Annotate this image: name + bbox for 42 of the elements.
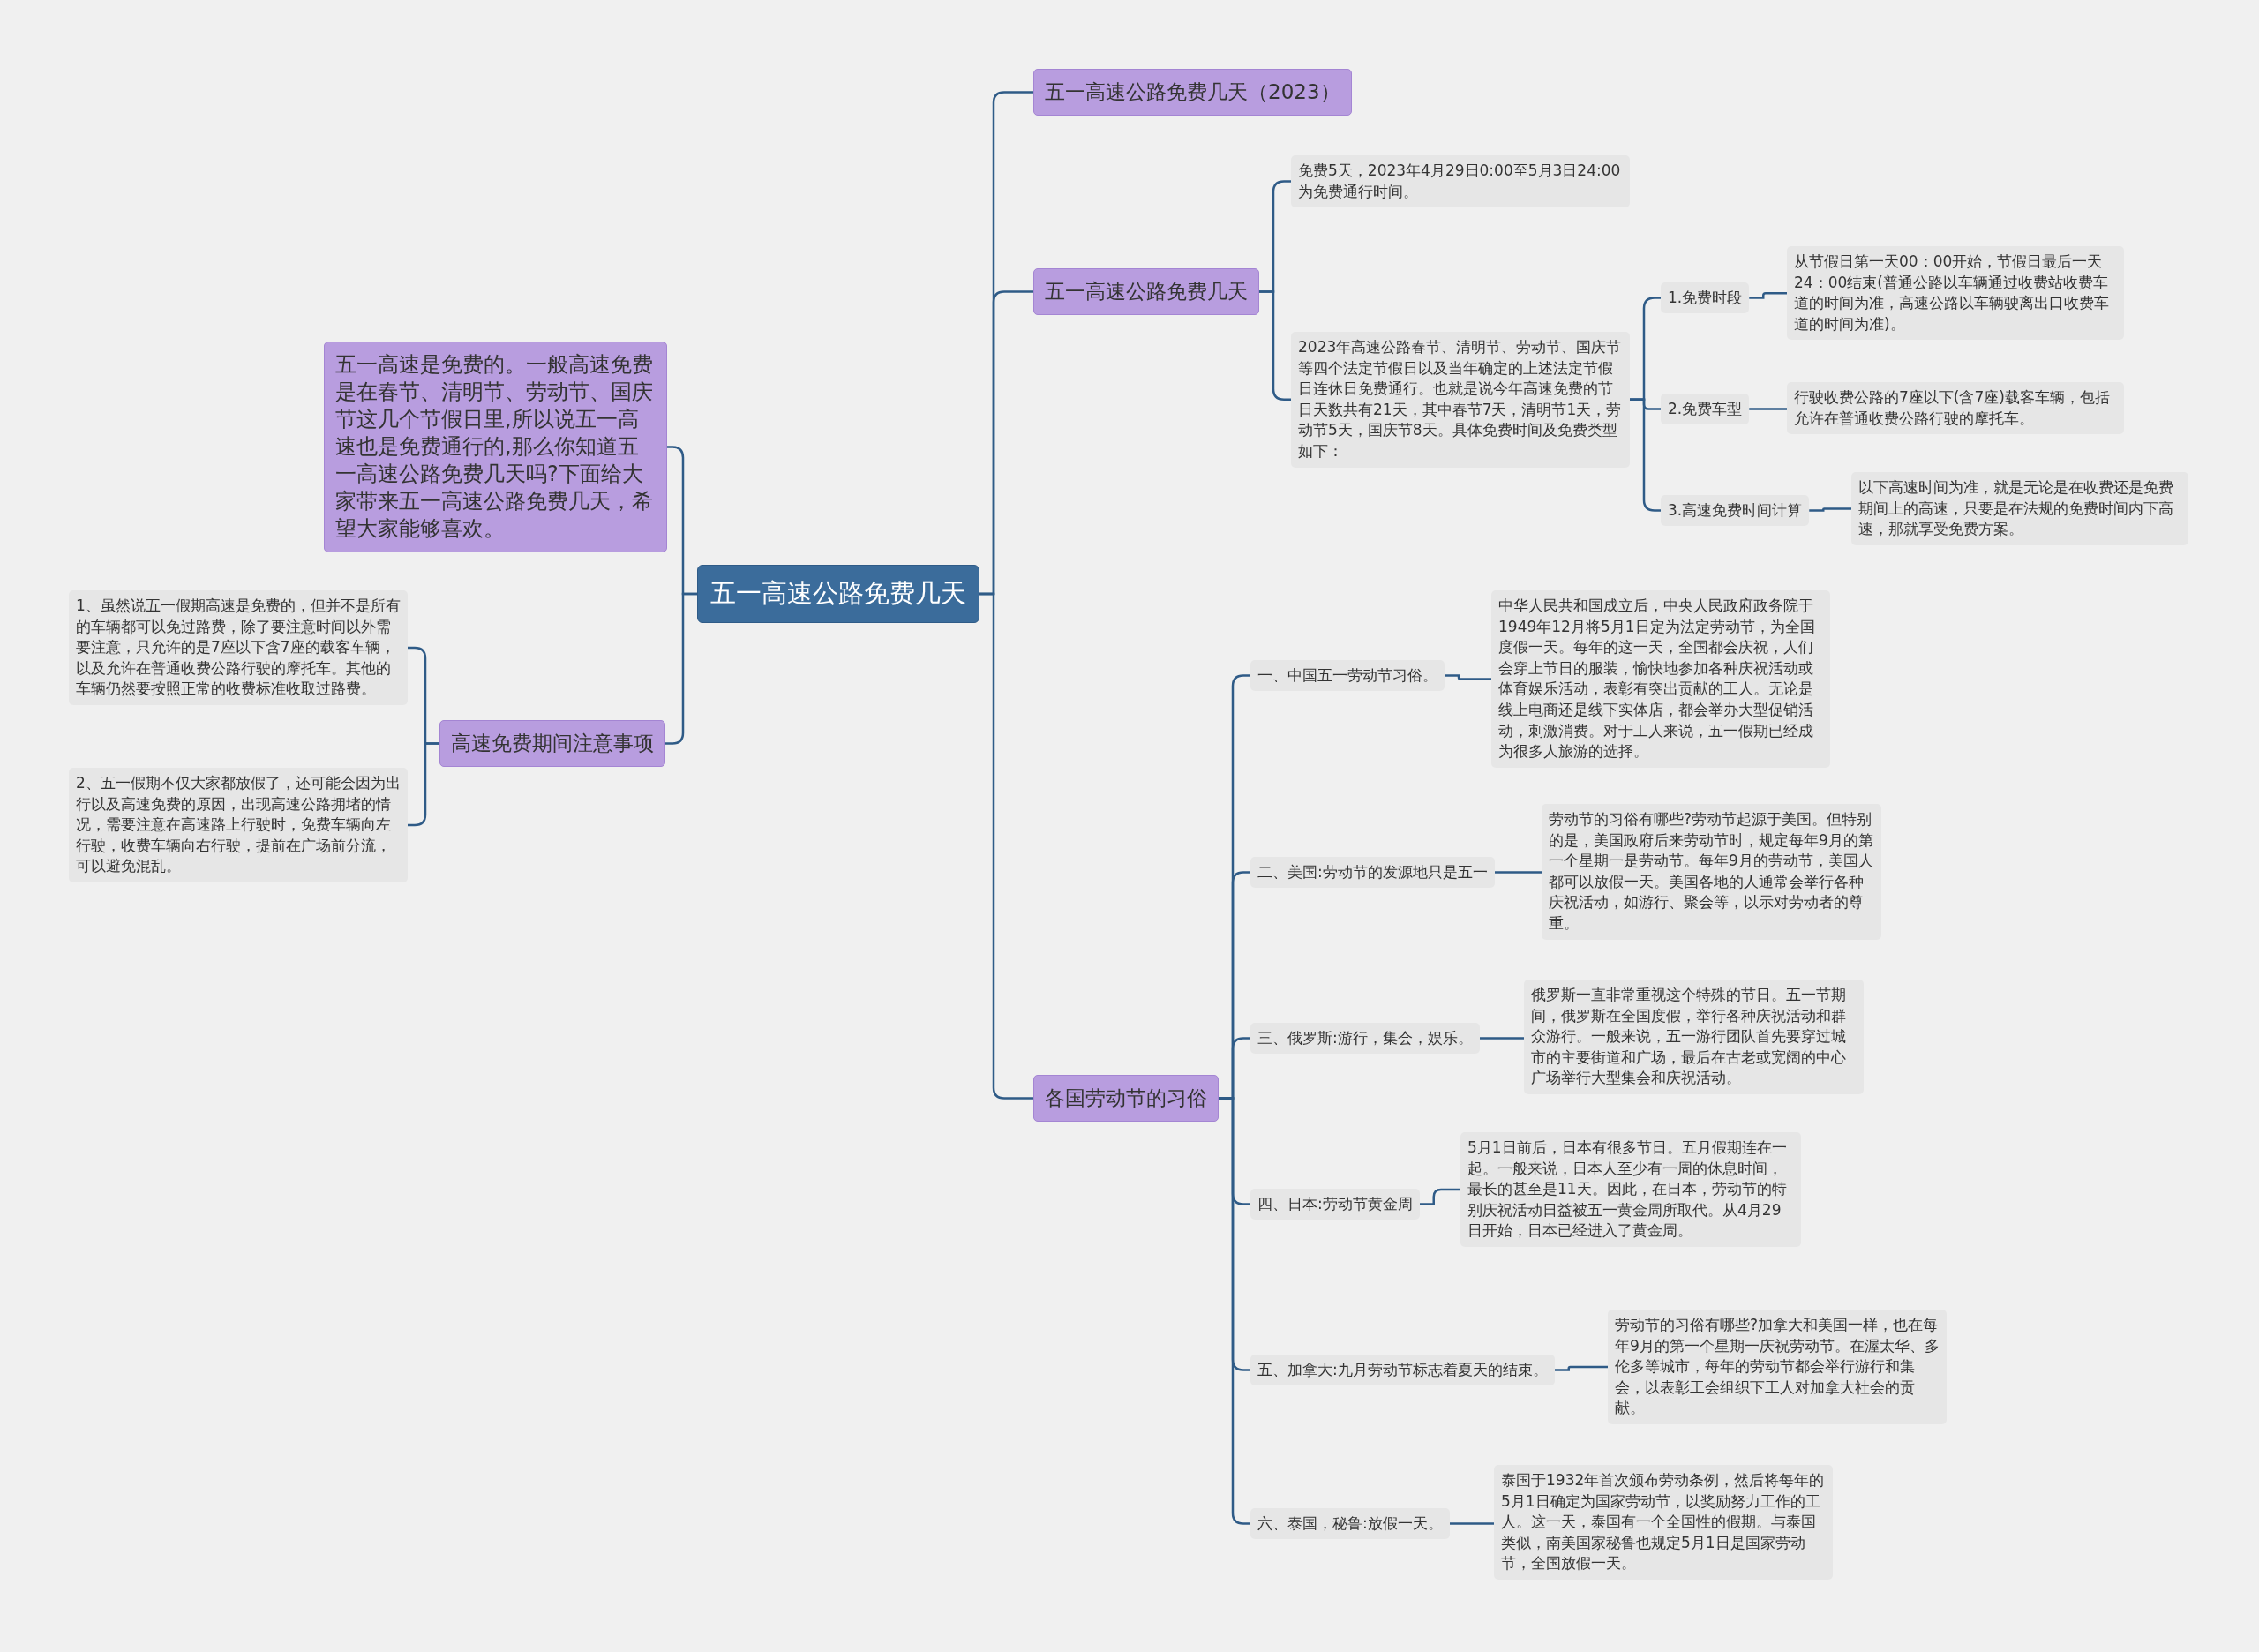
connector bbox=[1494, 871, 1542, 874]
detail-box: 以下高速时间为准，就是无论是在收费还是免费期间上的高速，只要是在法规的免费时间内下高速，那就享受免费方案。 bbox=[1851, 472, 2188, 545]
connector bbox=[1445, 674, 1491, 680]
detail-box: 泰国于1932年首次颁布劳动条例，然后将每年的5月1日确定为国家劳动节，以奖励努力工作的工人。这一天，泰国有一个全国性的假期。与泰国类似，南美国家秘鲁也规定5月1日是国家劳动节，全国放假一天。 bbox=[1494, 1465, 1833, 1580]
detail-box: 从节假日第一天00：00开始，节假日最后一天24：00结束(普通公路以车辆通过收费站收费车道的时间为准，高速公路以车辆驶离出口收费车道的时间为准)。 bbox=[1787, 246, 2124, 341]
detail-box: 5月1日前后，日本有很多节日。五月假期连在一起。一般来说，日本人至少有一周的休息时间，最长的甚至是11天。因此，在日本，劳动节的特别庆祝活动日益被五一黄金周所取代。从4月29日开始，日本已经进入了黄金周。 bbox=[1460, 1132, 1801, 1247]
subtopic-box: 三、俄罗斯:游行，集会，娱乐。 bbox=[1250, 1023, 1480, 1054]
subtopic-box: 3.高速免费时间计算 bbox=[1661, 495, 1810, 526]
connector bbox=[1419, 1188, 1460, 1205]
detail-box: 中华人民共和国成立后，中央人民政府政务院于1949年12月将5月1日定为法定劳动节，为全国度假一天。每年的这一天，全国都会庆祝，人们会穿上节日的服装，愉快地参加各种庆祝活动或体育娱乐活动，表彰有突出贡献的工人。无论是线上电商还是线下实体店，都会举办大型促销活动，刺激消费。对于工人来说，五一假期已经成为很多人旅游的选择。 bbox=[1491, 590, 1830, 768]
intro-box: 五一高速是免费的。一般高速免费是在春节、清明节、劳动节、国庆节这几个节假日里,所以说五一高速也是免费通行的,那么你知道五一高速公路免费几天吗?下面给大家带来五一高速公路免费几天，希望大家能够喜欢。 bbox=[324, 342, 667, 552]
subtopic-box: 2.免费车型 bbox=[1661, 394, 1750, 424]
note-box: 2、五一假期不仅大家都放假了，还可能会因为出行以及高速免费的原因，出现高速公路拥堵的情况，需要注意在高速路上行驶时，免费车辆向左行驶，收费车辆向右行驶，提前在广场前分流，可以避免混乱。 bbox=[69, 768, 408, 882]
detail-box: 劳动节的习俗有哪些?劳动节起源于美国。但特别的是，美国政府后来劳动节时，规定每年9月的第一个星期一是劳动节。每年9月的劳动节，美国人都可以放假一天。美国各地的人通常会举行各种庆祝活动，如游行、聚会等，以示对劳动者的尊重。 bbox=[1542, 804, 1881, 940]
connector bbox=[408, 742, 439, 827]
connector bbox=[979, 592, 1033, 1100]
detail-box: 行驶收费公路的7座以下(含7座)载客车辆，包括允许在普通收费公路行驶的摩托车。 bbox=[1787, 382, 2124, 435]
subtopic-box: 一、中国五一劳动节习俗。 bbox=[1250, 660, 1445, 691]
subtopic-box: 1.免费时段 bbox=[1661, 282, 1750, 313]
detail-box: 免费5天，2023年4月29日0:00至5月3日24:00为免费通行时间。 bbox=[1291, 155, 1630, 208]
subtopic-box: 五、加拿大:九月劳动节标志着夏天的结束。 bbox=[1250, 1355, 1555, 1385]
connector bbox=[665, 592, 697, 745]
topic-box: 高速免费期间注意事项 bbox=[439, 720, 665, 767]
detail-box: 2023年高速公路春节、清明节、劳动节、国庆节等四个法定节假日以及当年确定的上述法定节假日连休日免费通行。也就是说今年高速免费的节日天数共有21天，其中春节7天，清明节1天，劳动节5天，国庆节8天。具体免费时间及免费类型如下： bbox=[1291, 332, 1630, 468]
subtopic-box: 六、泰国，秘鲁:放假一天。 bbox=[1250, 1508, 1450, 1539]
topic-box: 五一高速公路免费几天（2023） bbox=[1033, 69, 1352, 116]
connector bbox=[1554, 1365, 1608, 1371]
connector bbox=[1449, 1522, 1494, 1525]
topic-box: 五一高速公路免费几天 bbox=[1033, 268, 1259, 315]
connector bbox=[1479, 1037, 1524, 1040]
connector bbox=[1749, 408, 1787, 410]
connector bbox=[1809, 507, 1851, 512]
connector bbox=[1259, 290, 1291, 402]
connector bbox=[1630, 398, 1661, 512]
note-box: 1、虽然说五一假期高速是免费的，但并不是所有的车辆都可以免过路费，除了要注意时间以外需要注意，只允许的是7座以下含7座的载客车辆，以及允许在普通收费公路行驶的摩托车。其他的车辆仍然要按照正常的收费标准收取过路费。 bbox=[69, 590, 408, 705]
subtopic-box: 二、美国:劳动节的发源地只是五一 bbox=[1250, 857, 1495, 888]
central-topic: 五一高速公路免费几天 bbox=[697, 565, 979, 623]
subtopic-box: 四、日本:劳动节黄金周 bbox=[1250, 1189, 1420, 1220]
detail-box: 劳动节的习俗有哪些?加拿大和美国一样，也在每年9月的第一个星期一庆祝劳动节。在渥太华、多伦多等城市，每年的劳动节都会举行游行和集会，以表彰工会组织下工人对加拿大社会的贡献。 bbox=[1608, 1310, 1947, 1424]
detail-box: 俄罗斯一直非常重视这个特殊的节日。五一节期间，俄罗斯在全国度假，举行各种庆祝活动和群众游行。一般来说，五一游行团队首先要穿过城市的主要街道和广场，最后在古老或宽阔的中心广场举行大型集会和庆祝活动。 bbox=[1524, 980, 1864, 1094]
topic-box: 各国劳动节的习俗 bbox=[1033, 1075, 1219, 1122]
connector bbox=[1749, 291, 1787, 299]
